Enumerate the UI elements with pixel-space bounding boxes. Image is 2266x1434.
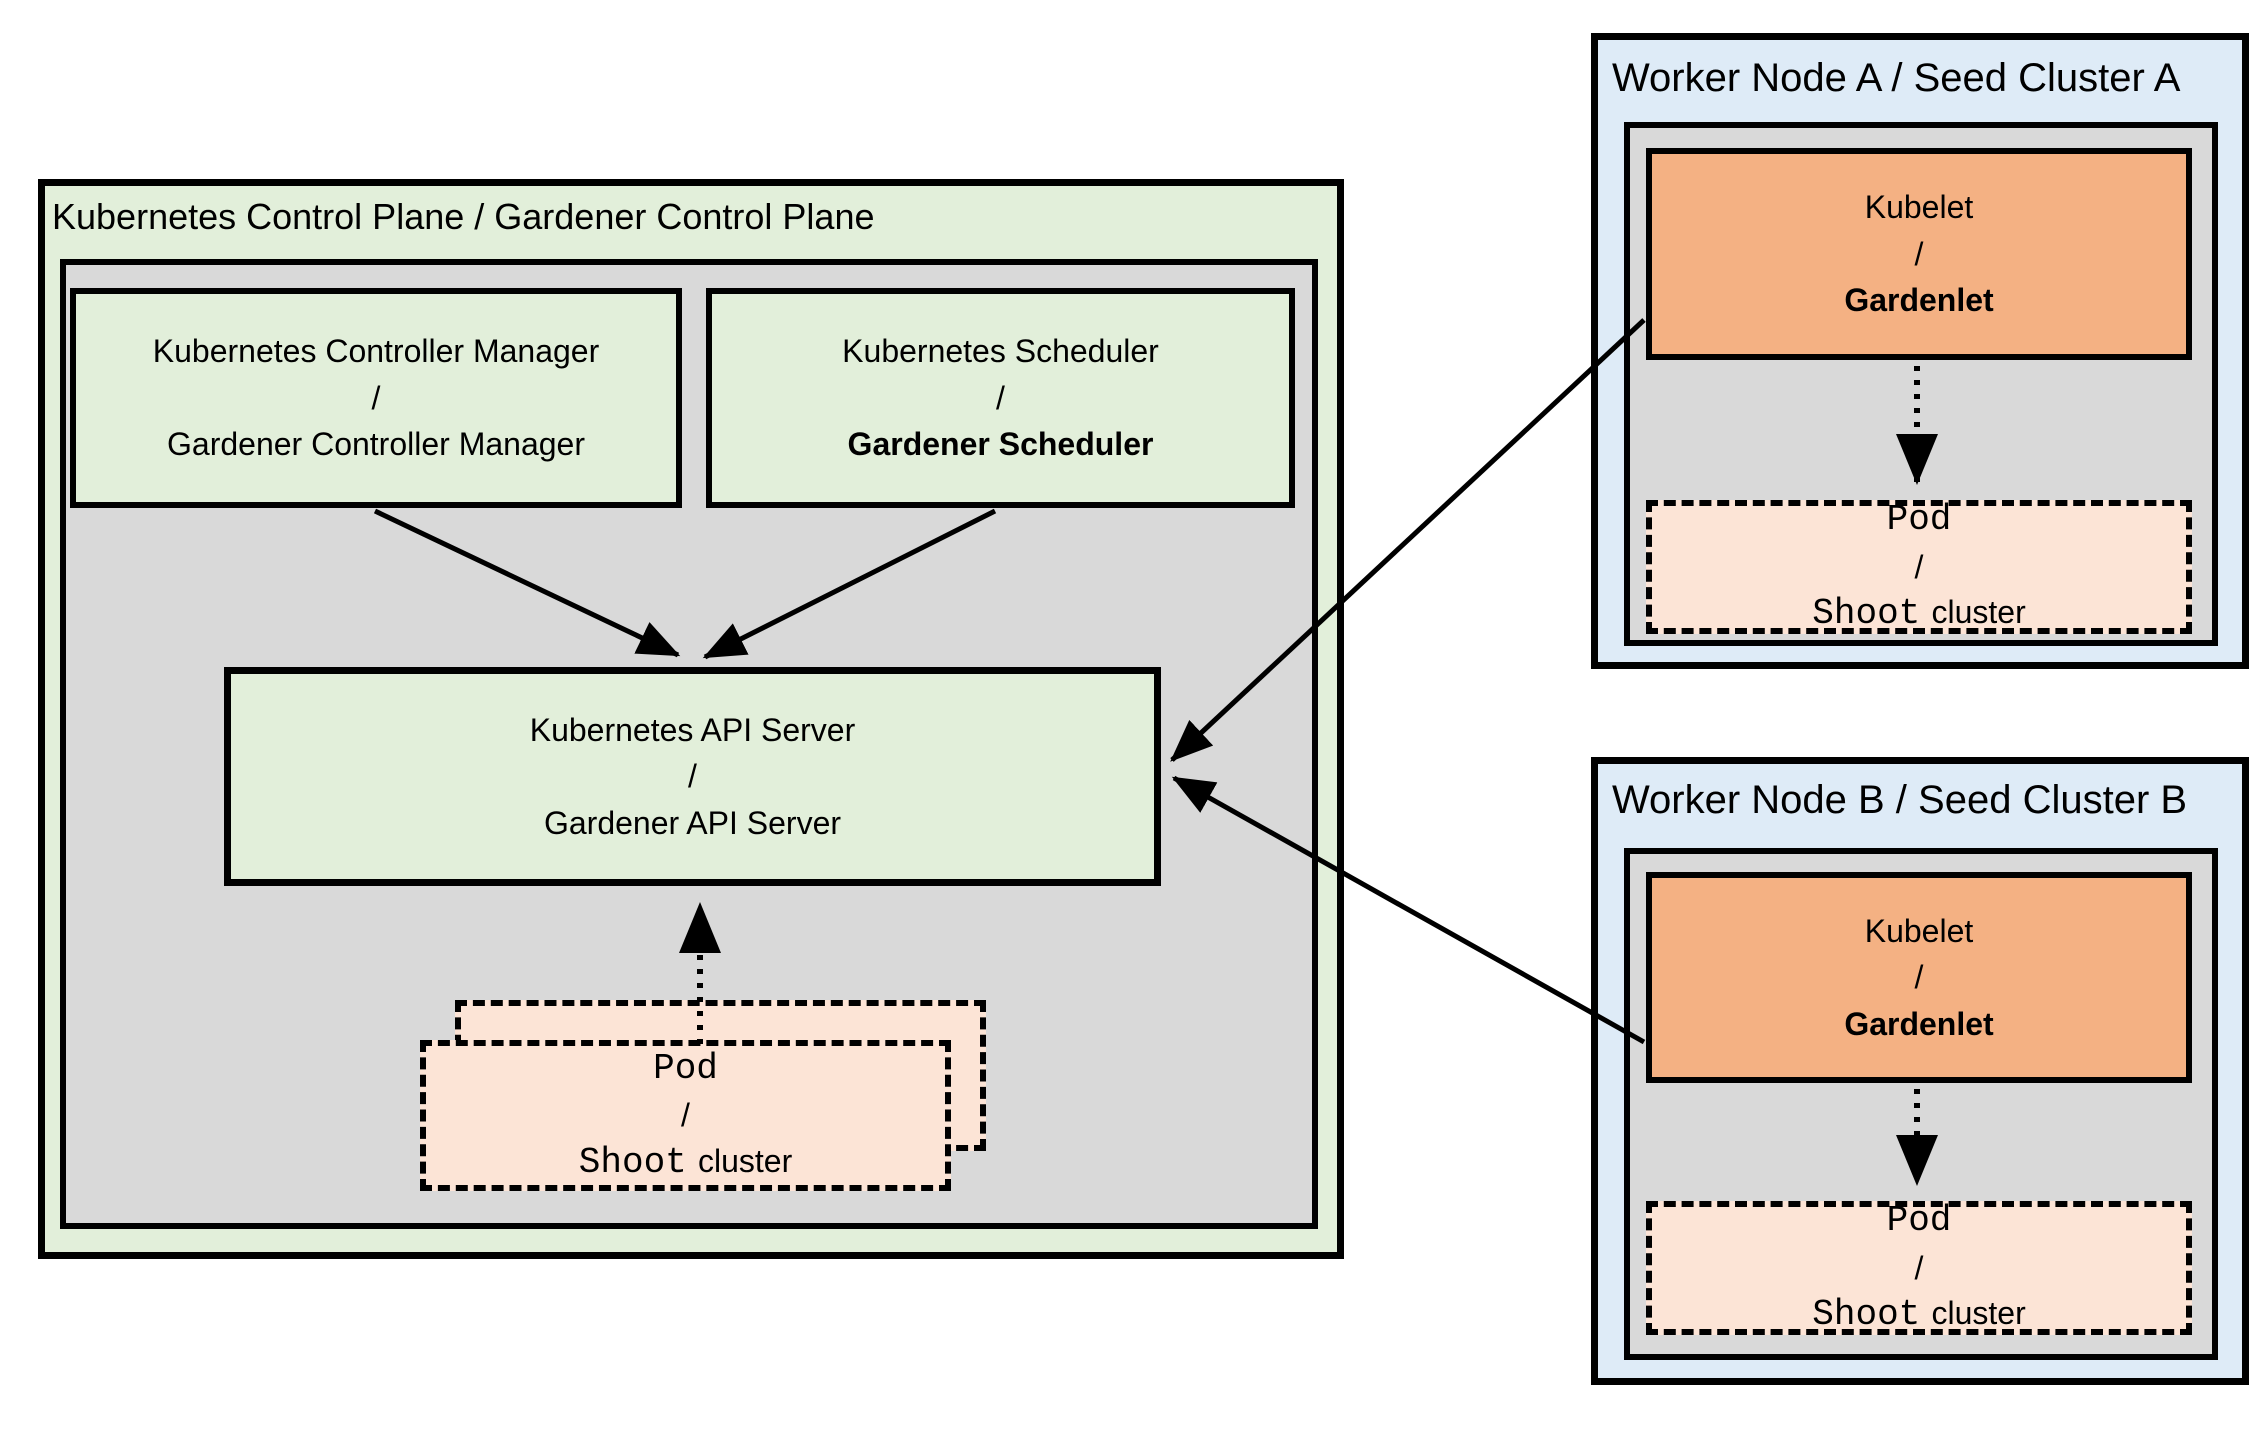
scheduler-line1: Kubernetes Scheduler (842, 333, 1159, 370)
api-server-line2: Gardener API Server (543, 804, 842, 841)
pod-line1: Pod (653, 1047, 718, 1089)
pod-line2-shoot: Shoot (1812, 593, 1921, 635)
pod-line2: Shoot cluster (579, 1138, 792, 1188)
api-server-line1: Kubernetes API Server (529, 711, 856, 748)
worker-node-b-title: Worker Node B / Seed Cluster B (1612, 778, 2188, 822)
worker-b-kubelet-node: Kubelet / Gardenlet (1646, 872, 2192, 1083)
pod-separator: / (1914, 1249, 1924, 1286)
scheduler-separator: / (996, 379, 1005, 416)
worker-node-a-title: Worker Node A / Seed Cluster A (1612, 56, 2181, 100)
scheduler-node: Kubernetes Scheduler / Gardener Schedule… (706, 288, 1295, 508)
pod-line2: Shoot cluster (1812, 589, 2025, 639)
worker-a-kubelet-label: Kubelet / Gardenlet (1652, 154, 2186, 354)
pod-line2-shoot: Shoot (1812, 1294, 1921, 1336)
controller-manager-node: Kubernetes Controller Manager / Gardener… (70, 288, 682, 508)
api-server-label: Kubernetes API Server / Gardener API Ser… (231, 674, 1154, 879)
worker-a-pod-node: Pod / Shoot cluster (1646, 499, 2192, 634)
api-server-node: Kubernetes API Server / Gardener API Ser… (224, 667, 1161, 886)
worker-b-pod-node: Pod / Shoot cluster (1646, 1200, 2192, 1335)
worker-b-pod-label: Pod / Shoot cluster (1652, 1200, 2186, 1335)
pod-line2-cluster: cluster (1931, 594, 2026, 631)
controller-manager-line1: Kubernetes Controller Manager (152, 333, 600, 370)
controller-manager-label: Kubernetes Controller Manager / Gardener… (76, 294, 676, 502)
worker-a-pod-label: Pod / Shoot cluster (1652, 499, 2186, 634)
pod-separator: / (681, 1097, 690, 1134)
pod-line2: Shoot cluster (1812, 1290, 2025, 1340)
pod-line2-shoot: Shoot (578, 1141, 687, 1183)
pod-line1: Pod (1886, 499, 1952, 541)
pod-line2-cluster: cluster (697, 1142, 793, 1179)
worker-a-kubelet-line2: Gardenlet (1844, 282, 1994, 319)
worker-b-kubelet-line1: Kubelet (1864, 912, 1974, 949)
worker-a-kubelet-node: Kubelet / Gardenlet (1646, 148, 2192, 360)
controller-manager-separator: / (371, 379, 381, 416)
api-server-separator: / (688, 758, 697, 795)
worker-a-kubelet-line1: Kubelet (1864, 189, 1974, 226)
worker-a-kubelet-separator: / (1914, 235, 1924, 272)
control-plane-title: Kubernetes Control Plane / Gardener Cont… (52, 196, 875, 237)
worker-b-kubelet-line2: Gardenlet (1844, 1005, 1994, 1042)
pod-separator: / (1914, 548, 1924, 585)
pod-line2-cluster: cluster (1931, 1295, 2026, 1332)
worker-b-kubelet-separator: / (1914, 959, 1924, 996)
scheduler-label: Kubernetes Scheduler / Gardener Schedule… (712, 294, 1289, 502)
control-plane-pod-node: Pod / Shoot cluster (420, 1040, 951, 1191)
scheduler-line2: Gardener Scheduler (847, 426, 1154, 463)
worker-b-kubelet-label: Kubelet / Gardenlet (1652, 878, 2186, 1077)
controller-manager-line2: Gardener Controller Manager (167, 426, 585, 463)
control-plane-pod-label: Pod / Shoot cluster (426, 1046, 945, 1185)
pod-line1: Pod (1886, 1200, 1952, 1242)
